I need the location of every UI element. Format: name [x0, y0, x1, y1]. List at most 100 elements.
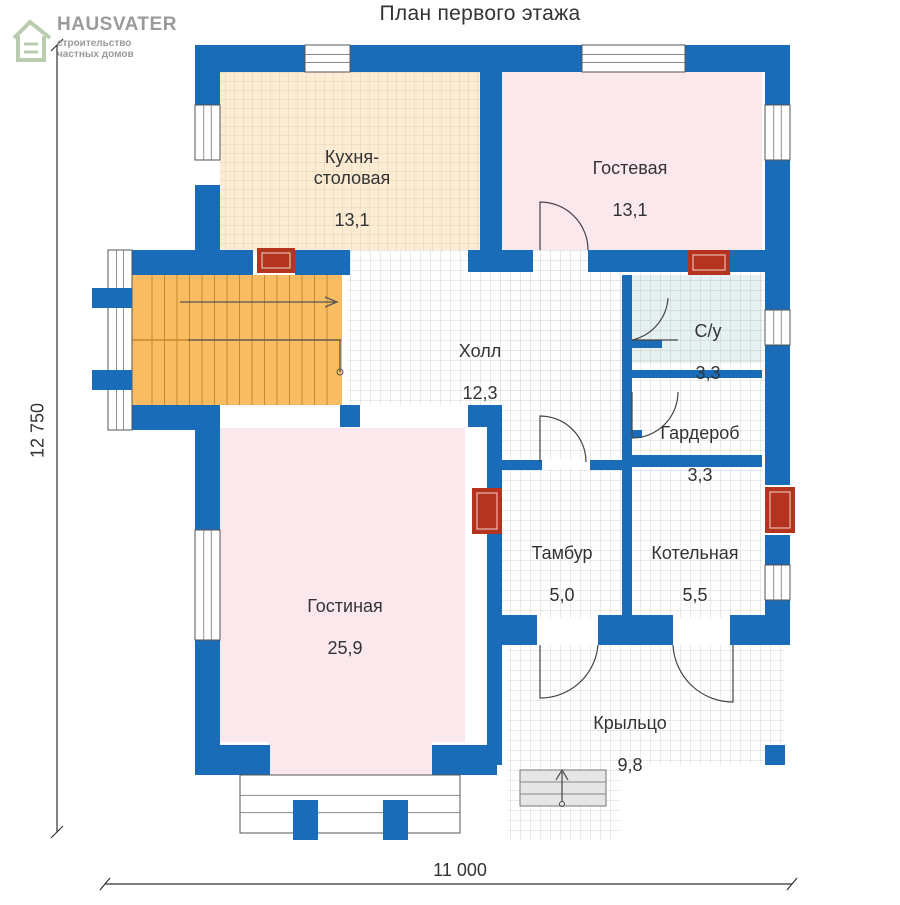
room-area: 13,1: [612, 200, 648, 220]
room-area: 5,5: [682, 585, 708, 605]
wall-segment: [245, 745, 270, 775]
width-dimension-line: [99, 877, 798, 891]
porch-door-right-swing: [672, 644, 734, 703]
windows: [92, 44, 791, 840]
room-area: 3,3: [695, 363, 721, 383]
chimney-flue: [769, 491, 791, 529]
wall-segment: [158, 250, 253, 275]
window: [764, 104, 791, 161]
wall-segment: [432, 745, 497, 775]
room-area: 9,8: [617, 755, 643, 775]
room-area: 25,9: [327, 638, 363, 658]
walls: [92, 45, 790, 840]
wall-segment: [622, 340, 662, 348]
chimney-flue: [692, 254, 726, 271]
stair-end-dot: [336, 368, 344, 376]
wall-segment: [622, 275, 632, 490]
wall-segment: [480, 45, 502, 270]
tile-grid: [502, 468, 622, 618]
room-label-guest: Гостевая 13,1: [560, 137, 700, 242]
room-label-vestibule: Тамбур 5,0: [512, 522, 612, 627]
window: [194, 529, 221, 641]
wall-segment: [765, 535, 790, 565]
room-name: Котельная: [651, 543, 739, 563]
tile-grid: [220, 72, 485, 252]
width-dimension-label: 11 000: [433, 860, 487, 880]
wall-segment: [130, 405, 220, 430]
wall-segment: [730, 615, 790, 645]
tile-grid-overlay: [220, 72, 785, 840]
porch-entry-arrow: [555, 768, 569, 802]
tile-grid: [632, 468, 762, 618]
room-name: С/у: [694, 321, 722, 341]
wall-segment: [293, 800, 318, 840]
room-name: Гардероб: [660, 423, 740, 443]
wall-segment: [92, 288, 132, 308]
wall-segment: [130, 250, 160, 275]
brand-logo: HAUSVATER строительство частных домов: [10, 12, 210, 64]
room-area: 12,3: [462, 383, 498, 403]
wall-segment: [730, 250, 765, 272]
wall-segment: [195, 45, 305, 72]
room-area: 5,0: [549, 585, 575, 605]
window: [194, 104, 221, 161]
window: [304, 44, 351, 73]
room-name: Гостевая: [592, 158, 668, 178]
wall-segment: [765, 745, 785, 765]
vestibule-door-swing: [539, 415, 587, 463]
room-name: Гостиная: [307, 596, 383, 616]
wall-segment: [598, 615, 673, 645]
wall-segment: [92, 370, 132, 390]
window: [239, 774, 461, 834]
wall-segment: [765, 45, 790, 105]
wall-segment: [295, 250, 350, 275]
living-floor: [220, 428, 465, 805]
guest-floor: [502, 72, 762, 250]
room-label-hall: Холл 12,3: [430, 320, 530, 425]
room-label-wardrobe: Гардероб 3,3: [630, 402, 770, 507]
wall-segment: [383, 800, 408, 840]
window: [107, 249, 133, 431]
dimension-lines: [50, 38, 798, 891]
wall-segment: [468, 250, 533, 272]
wall-segment: [622, 455, 762, 467]
stair-direction-arrow: [180, 296, 341, 372]
chimney-flue: [261, 252, 291, 269]
porch-step-block: [519, 769, 607, 807]
house-logo-icon: [12, 19, 52, 62]
staircase: [130, 275, 344, 405]
room-label-porch: Крыльцо 9,8: [565, 692, 695, 797]
page-title: План первого этажа: [379, 2, 581, 25]
wardrobe-door-swing: [631, 391, 679, 439]
porch-entry-dot: [559, 801, 565, 807]
wall-segment: [622, 462, 632, 617]
room-label-living: Гостиная 25,9: [280, 575, 410, 680]
height-dimension-line: [50, 38, 64, 839]
porch-steps: [519, 768, 607, 807]
guest-door-swing: [539, 201, 589, 251]
wall-segment: [502, 460, 542, 470]
room-label-kitchen: Кухня- столовая 13,1: [272, 126, 432, 252]
logo-brand-name: HAUSVATER: [57, 14, 177, 35]
room-label-wc: С/у 3,3: [668, 300, 748, 405]
wall-segment: [195, 185, 220, 250]
tile-grid: [632, 275, 762, 363]
height-dimension-label: 12 750: [27, 402, 48, 459]
window: [581, 44, 686, 73]
wall-segment: [502, 45, 582, 72]
room-area: 13,1: [334, 210, 370, 230]
wall-segment: [588, 250, 688, 272]
room-name: Холл: [458, 341, 502, 361]
room-name: Крыльцо: [593, 713, 667, 733]
wall-segment: [765, 160, 790, 310]
wall-segment: [502, 615, 537, 645]
window: [764, 309, 791, 346]
room-label-boiler: Котельная 5,5: [630, 522, 760, 627]
logo-tagline: строительство частных домов: [57, 38, 134, 60]
room-area: 3,3: [687, 465, 713, 485]
window: [764, 564, 791, 601]
chimneys: [257, 248, 795, 534]
room-name: Тамбур: [531, 543, 593, 563]
